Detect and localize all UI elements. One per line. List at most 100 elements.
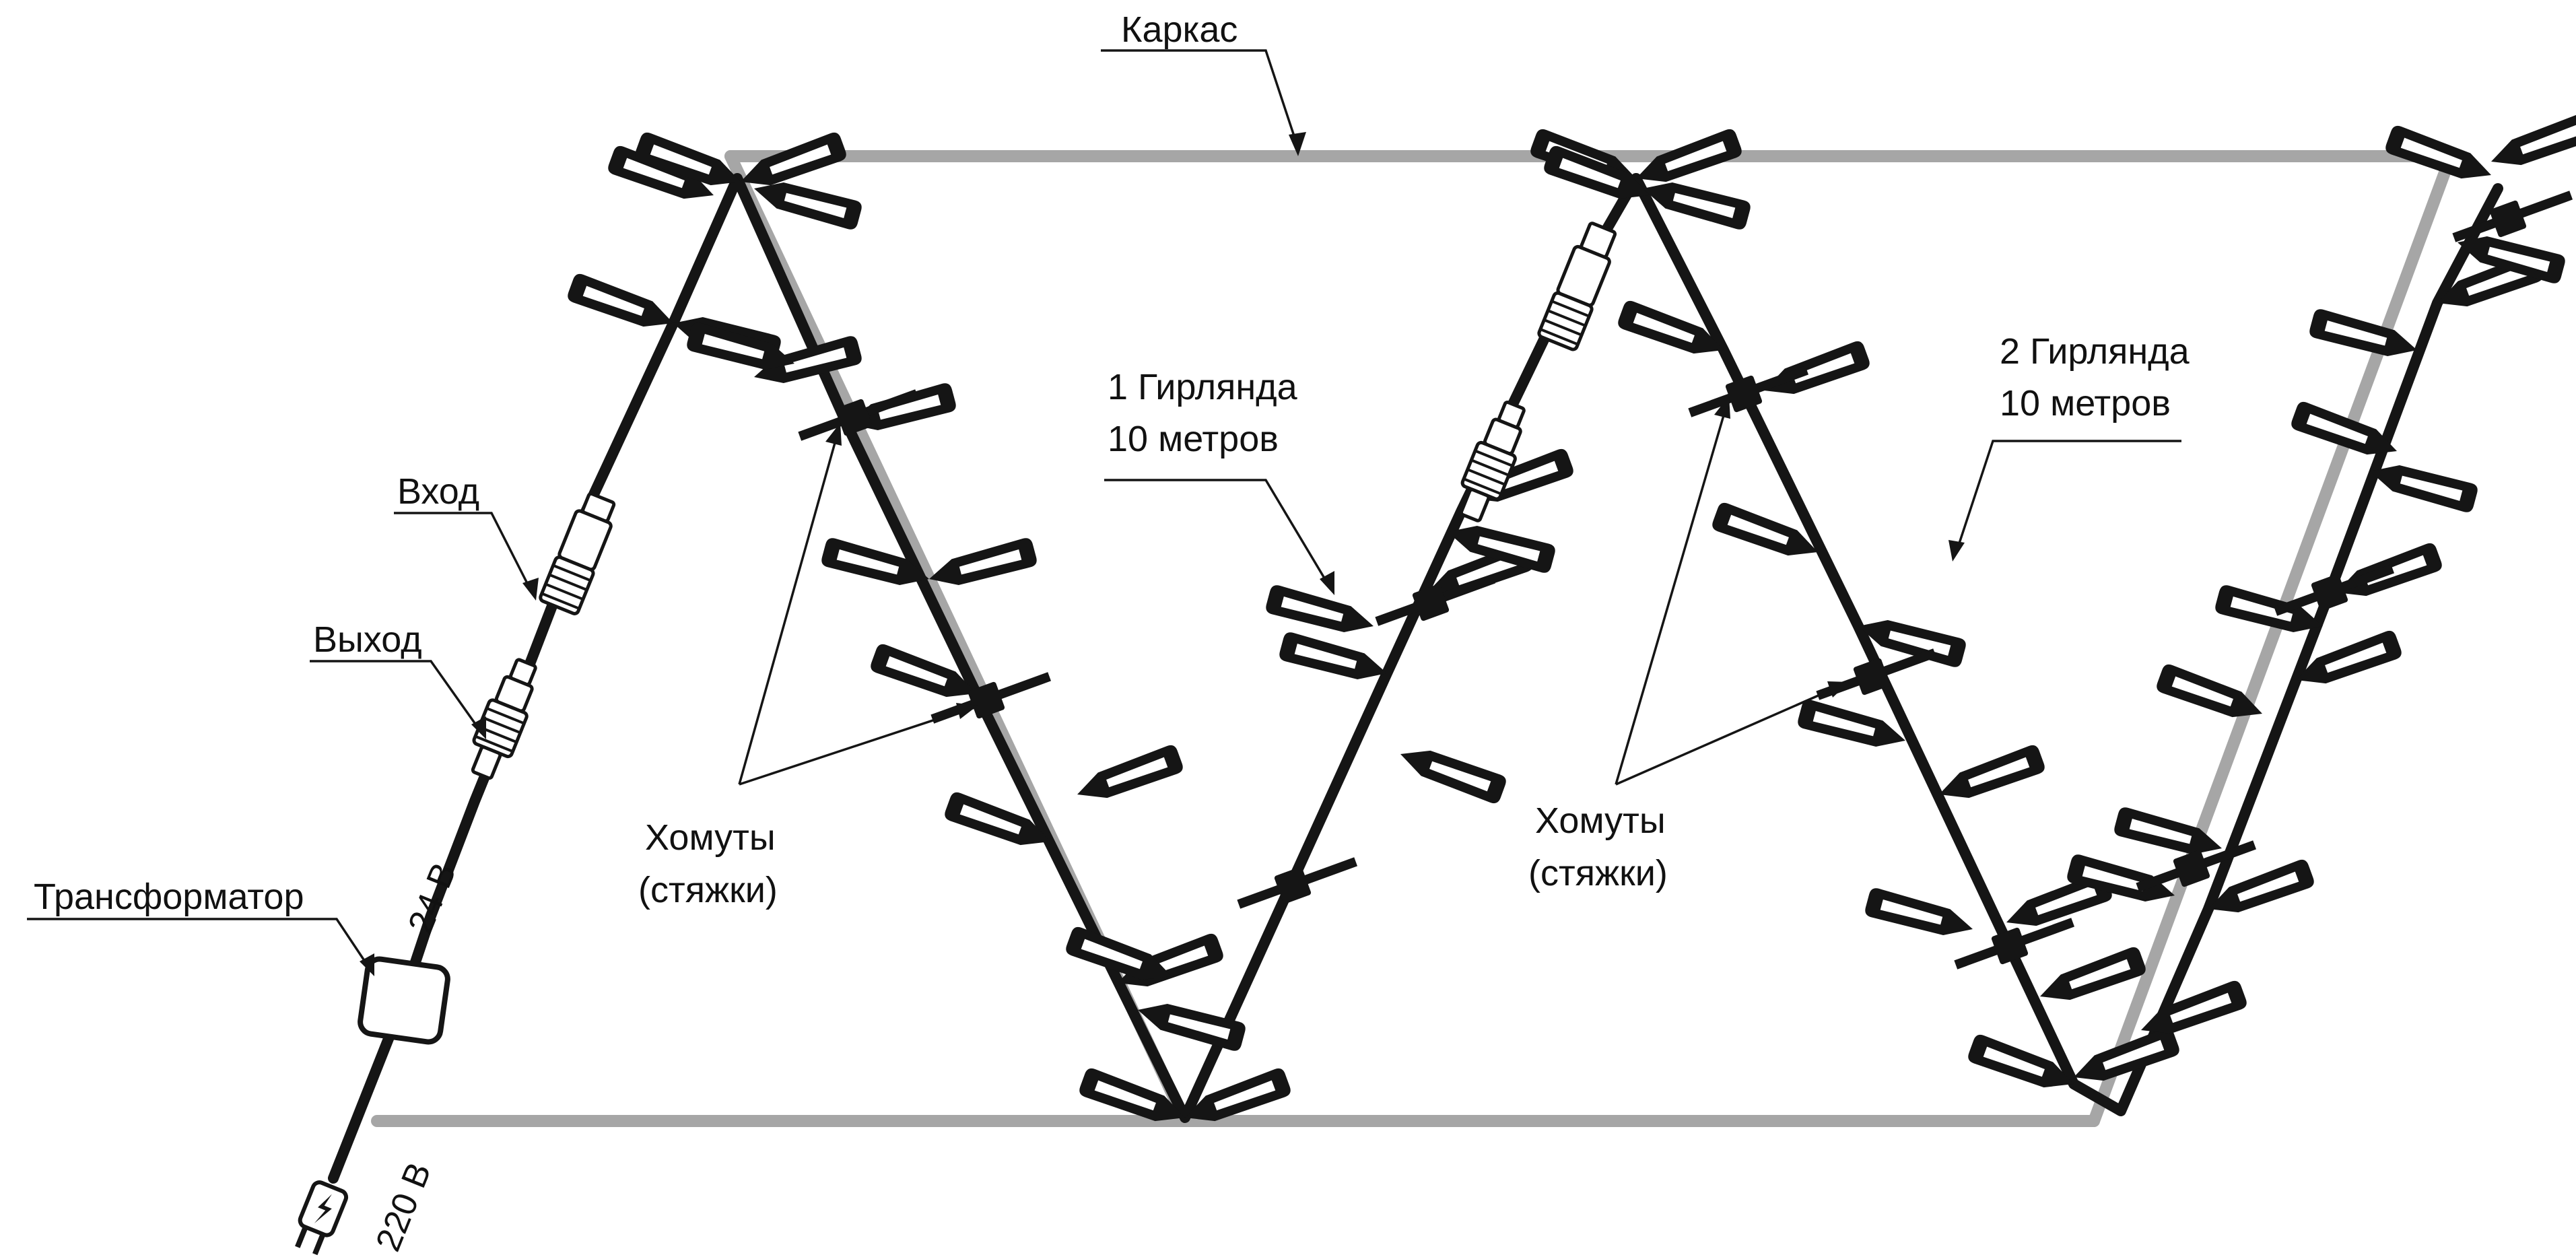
- led-bulb-icon: [1636, 129, 1742, 182]
- middle-input-connector: [1537, 222, 1617, 351]
- led-bulb-icon: [871, 644, 976, 698]
- led-bulb-icon: [1448, 526, 1555, 573]
- led-bulb-lens: [1456, 555, 1518, 586]
- led-bulb-icon: [2208, 859, 2314, 913]
- led-bulb-lens: [2324, 320, 2387, 346]
- leader-clamps-2b: [1615, 684, 1842, 786]
- clamps-1-label-line1: Хомуты: [645, 817, 776, 858]
- cable-tie-icon: [1237, 857, 1358, 909]
- cable-tie-lock: [1274, 867, 1312, 904]
- voltage-low-label: 24 В: [401, 858, 464, 939]
- led-bulb-lens: [702, 334, 765, 360]
- cable-tie-strap: [1954, 944, 2002, 970]
- cable-tie-lock: [2489, 200, 2527, 238]
- cable-tie-lock: [835, 399, 873, 436]
- input-connector: [539, 491, 616, 615]
- leader-clamps-2a: [1615, 403, 1728, 785]
- clamps-1-label-line2: (стяжки): [638, 870, 778, 910]
- led-bulb-lens: [959, 804, 1021, 835]
- led-bulb-lens: [2129, 819, 2192, 844]
- clamps-2-label-line1: Хомуты: [1535, 801, 1666, 841]
- led-bulb-icon: [754, 182, 862, 230]
- led-bulb-lens: [1094, 1080, 1156, 1111]
- led-bulb-icon: [1266, 585, 1374, 632]
- led-bulb-lens: [1281, 597, 1344, 622]
- garland-1-wire: [580, 173, 1641, 1123]
- led-bulb-lens: [1559, 158, 1621, 189]
- garland-1-label-line1: 1 Гирлянда: [1108, 367, 1298, 407]
- led-bulb-lens: [1167, 1014, 1231, 1040]
- led-bulb-icon: [2141, 980, 2247, 1034]
- led-bulb-lens: [1665, 141, 1727, 172]
- led-bulb-icon: [1764, 341, 1870, 395]
- led-bulb-lens: [1081, 939, 1143, 970]
- middle-output-connector: [1459, 401, 1526, 522]
- led-bulb-icon: [1079, 1068, 1185, 1122]
- leader-output: [310, 660, 483, 734]
- leader-input: [394, 512, 533, 593]
- cable-tie-lock: [1853, 658, 1891, 695]
- led-bulb-icon: [2040, 947, 2146, 1000]
- led-bulb-icon: [2458, 236, 2565, 283]
- led-bulb-icon: [1643, 182, 1751, 230]
- led-bulb-lens: [2069, 959, 2131, 990]
- led-bulb-lens: [2400, 475, 2463, 501]
- led-bulb-icon: [1185, 1068, 1291, 1122]
- led-bulb-lens: [1793, 353, 1855, 384]
- cable-tie-icon: [2136, 840, 2257, 892]
- cable-tie-lock: [1991, 927, 2029, 965]
- led-bulb-lens: [2082, 866, 2145, 891]
- led-bulb-icon: [741, 132, 846, 186]
- led-bulb-icon: [1618, 300, 1724, 354]
- output-connector: [471, 658, 537, 780]
- led-bulb-icon: [1968, 1034, 2074, 1088]
- leader-garland-1: [1104, 479, 1331, 588]
- garland-2-wire: [1631, 173, 2503, 1116]
- led-bulb-lens: [1888, 630, 1951, 656]
- led-bulb-icon: [635, 132, 741, 186]
- frame-label: Каркас: [1121, 9, 1238, 50]
- power-plug-icon: [295, 1180, 349, 1256]
- transformer-label: Трансформатор: [34, 877, 304, 917]
- led-bulb-lens: [2400, 137, 2462, 168]
- led-bulb-lens: [2306, 413, 2368, 444]
- connector-icon: [1459, 487, 1491, 522]
- voltage-mains-label: 220 В: [368, 1157, 439, 1257]
- led-bulb-lens: [623, 158, 685, 189]
- cable-tie-strap: [2274, 590, 2321, 616]
- led-bulb-lens: [885, 656, 947, 687]
- leader-garland-2: [1955, 440, 2181, 554]
- led-bulb-icon: [1798, 700, 1905, 747]
- led-bulb-icon: [929, 538, 1037, 585]
- leader-clamps-1a: [738, 430, 840, 785]
- cable-tie-strap: [2452, 217, 2500, 242]
- led-bulb-lens: [1106, 757, 1168, 788]
- led-bulb-lens: [1214, 1080, 1276, 1111]
- power-cord: [328, 506, 591, 1184]
- led-bulb-lens: [836, 549, 900, 575]
- leader-frame: [1101, 49, 1299, 149]
- led-bulb-icon: [2309, 309, 2417, 356]
- cable-ties: [798, 191, 2573, 970]
- led-bulb-lens: [770, 144, 832, 175]
- led-bulb-icon: [821, 538, 929, 585]
- cable-tie-icon: [1375, 574, 1496, 626]
- led-bulb-lens: [1497, 461, 1559, 491]
- garland-1-label-line2: 10 метров: [1108, 419, 1279, 459]
- led-bulb-icon: [608, 145, 714, 199]
- cable-tie-icon: [2274, 564, 2395, 616]
- led-bulb-lens: [1968, 757, 2030, 788]
- led-bulb-lens: [1672, 193, 1736, 218]
- led-bulb-icon: [2296, 630, 2402, 684]
- led-bulb-lens: [1880, 899, 1943, 925]
- transformer-box-icon: [358, 956, 450, 1045]
- led-bulb-lens: [2487, 246, 2550, 272]
- led-bulb-icon: [945, 792, 1050, 846]
- leader-clamps-1b: [739, 707, 970, 786]
- led-bulb-lens: [784, 193, 847, 218]
- frame-diagonal-right: [2088, 150, 2457, 1127]
- led-bulb-lens: [784, 347, 847, 373]
- led-bulb-icon: [2370, 465, 2478, 512]
- led-bulb-icon: [754, 336, 862, 383]
- led-bulb-icon: [1712, 502, 1818, 556]
